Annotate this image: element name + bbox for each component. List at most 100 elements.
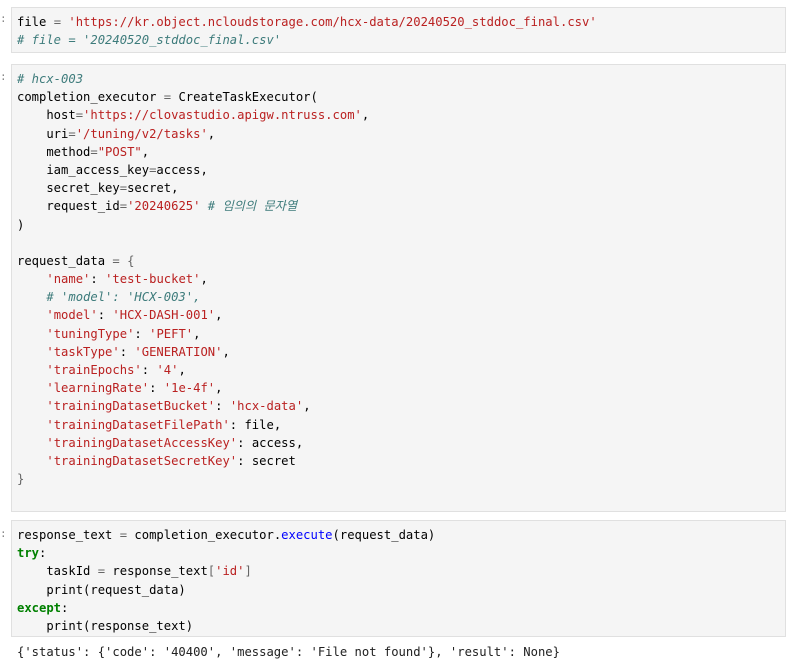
code-line: 'trainingDatasetAccessKey': access, bbox=[17, 434, 785, 452]
code-line: taskId = response_text['id'] bbox=[17, 562, 785, 580]
code-token bbox=[17, 418, 46, 432]
code-token: : bbox=[215, 399, 230, 414]
code-token: , bbox=[222, 344, 230, 359]
code-line: } bbox=[17, 470, 785, 488]
code-line: completion_executor = CreateTaskExecutor… bbox=[17, 88, 785, 106]
code-token: (request_data) bbox=[332, 528, 436, 542]
code-token: secret, bbox=[127, 181, 179, 196]
code-token: , bbox=[200, 272, 208, 287]
code-line: 'tuningType': 'PEFT', bbox=[17, 325, 785, 343]
code-line: try: bbox=[17, 544, 785, 562]
code-line: # hcx-003 bbox=[17, 70, 785, 88]
code-token: : bbox=[141, 363, 157, 377]
code-token: method bbox=[17, 144, 91, 159]
code-token: = bbox=[105, 253, 128, 268]
code-token: # file = '20240520_stddoc_final.csv' bbox=[17, 33, 282, 48]
cell-prompt: : bbox=[0, 70, 7, 83]
code-token: try bbox=[17, 546, 40, 561]
code-line: uri='/tuning/v2/tasks', bbox=[17, 125, 785, 143]
code-token: , bbox=[215, 308, 223, 323]
code-token bbox=[17, 272, 46, 286]
code-token: # 임의의 문자열 bbox=[207, 199, 298, 214]
code-token: CreateTaskExecutor( bbox=[178, 90, 318, 105]
code-line: 'name': 'test-bucket', bbox=[17, 270, 785, 288]
code-token: , bbox=[178, 363, 186, 377]
code-token: = bbox=[112, 528, 135, 542]
code-token: , bbox=[141, 144, 150, 159]
code-token: 'learningRate' bbox=[46, 381, 150, 396]
code-token: , bbox=[215, 381, 223, 396]
code-token: print(response_text) bbox=[17, 618, 194, 633]
code-token: '4' bbox=[156, 363, 179, 377]
code-cell-execute[interactable]: response_text = completion_executor.exec… bbox=[11, 520, 786, 637]
cell-prompt: : bbox=[0, 527, 7, 540]
code-token: file bbox=[17, 15, 47, 29]
code-token: 'trainEpochs' bbox=[46, 363, 142, 377]
code-token: } bbox=[17, 472, 25, 487]
code-line: print(response_text) bbox=[17, 617, 785, 635]
code-token: , bbox=[207, 126, 216, 141]
code-token: # 'model': 'HCX-003', bbox=[46, 290, 201, 305]
code-line: request_data = { bbox=[17, 252, 785, 270]
cell-prompt: : bbox=[0, 12, 7, 25]
code-editor[interactable]: response_text = completion_executor.exec… bbox=[12, 521, 785, 635]
code-token: : access, bbox=[237, 435, 304, 450]
code-token: : secret bbox=[237, 453, 296, 468]
code-token: = bbox=[149, 162, 157, 177]
code-token: "POST" bbox=[97, 144, 142, 159]
code-token: : bbox=[119, 344, 135, 359]
code-token: : file, bbox=[229, 417, 282, 432]
code-token bbox=[17, 399, 46, 413]
code-token: : bbox=[39, 546, 47, 561]
code-token: 'trainingDatasetAccessKey' bbox=[46, 435, 238, 450]
code-token: , bbox=[193, 326, 201, 341]
code-token: 'HCX-DASH-001' bbox=[112, 308, 216, 323]
code-token: 'trainingDatasetSecretKey' bbox=[46, 453, 238, 468]
code-token: 'GENERATION' bbox=[134, 344, 223, 359]
code-token: '/tuning/v2/tasks' bbox=[75, 126, 208, 141]
code-line: 'model': 'HCX-DASH-001', bbox=[17, 306, 785, 324]
code-line: 'trainingDatasetFilePath': file, bbox=[17, 416, 785, 434]
code-token: , bbox=[303, 399, 311, 414]
code-line: # file = '20240520_stddoc_final.csv' bbox=[17, 31, 785, 49]
code-token: host bbox=[17, 108, 76, 123]
code-token: = bbox=[90, 144, 98, 159]
code-token: : bbox=[134, 326, 150, 341]
code-token: 'tuningType' bbox=[46, 326, 135, 341]
code-token: ) bbox=[17, 217, 25, 232]
code-token bbox=[17, 454, 46, 468]
code-token bbox=[17, 327, 46, 341]
code-token: ] bbox=[244, 564, 252, 579]
code-token: 'trainingDatasetBucket' bbox=[46, 399, 216, 414]
code-token: = bbox=[119, 199, 128, 214]
code-token: completion_executor. bbox=[134, 528, 282, 542]
code-token: taskId bbox=[17, 564, 91, 579]
code-token: request_data bbox=[17, 253, 106, 268]
code-token: { bbox=[127, 253, 135, 268]
code-editor[interactable]: file = 'https://kr.object.ncloudstorage.… bbox=[12, 8, 785, 49]
code-line: 'trainingDatasetSecretKey': secret bbox=[17, 452, 785, 470]
code-token bbox=[17, 308, 46, 322]
code-token: 'name' bbox=[46, 272, 91, 287]
code-token: 'test-bucket' bbox=[105, 272, 201, 287]
code-token: print(request_data) bbox=[17, 582, 186, 597]
code-line: 'learningRate': '1e-4f', bbox=[17, 379, 785, 397]
code-token: except bbox=[17, 600, 62, 615]
code-token: 'taskType' bbox=[46, 344, 120, 359]
code-token: '1e-4f' bbox=[163, 381, 216, 396]
code-line: iam_access_key=access, bbox=[17, 161, 785, 179]
code-line: 'trainingDatasetBucket': 'hcx-data', bbox=[17, 397, 785, 415]
code-line: # 'model': 'HCX-003', bbox=[17, 288, 785, 306]
code-token bbox=[17, 290, 46, 304]
code-line: secret_key=secret, bbox=[17, 179, 785, 197]
code-token: = bbox=[75, 108, 84, 123]
code-cell-file[interactable]: file = 'https://kr.object.ncloudstorage.… bbox=[11, 7, 786, 53]
code-token: 'https://clovastudio.apigw.ntruss.com' bbox=[83, 108, 362, 123]
code-token: '20240625' bbox=[127, 199, 201, 214]
code-token: : bbox=[97, 308, 113, 323]
code-token bbox=[17, 345, 46, 359]
code-token: access, bbox=[156, 162, 208, 177]
code-line: 'taskType': 'GENERATION', bbox=[17, 343, 785, 361]
